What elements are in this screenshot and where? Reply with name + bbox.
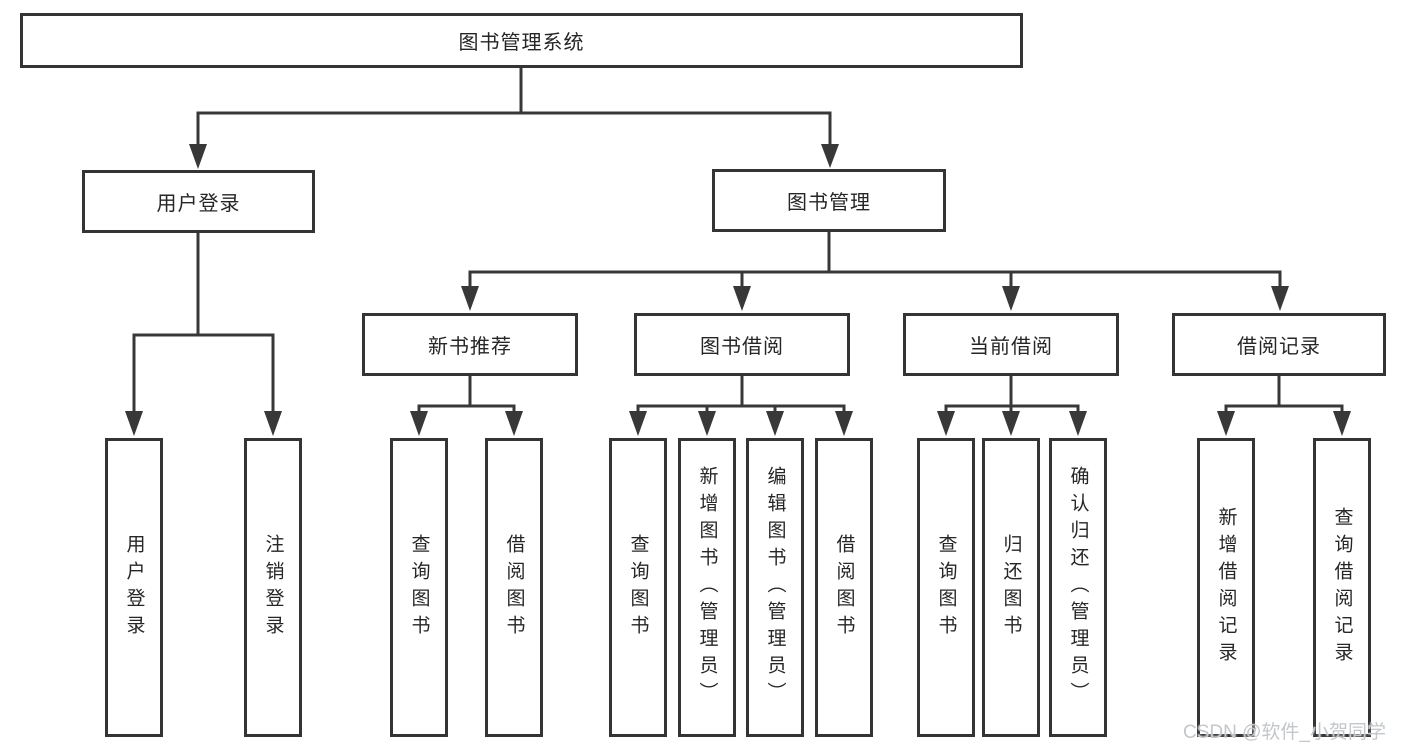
leaf-confirm-return-admin-label: 确认归还（管理员） xyxy=(1067,466,1089,709)
leaf-edit-book-admin-label: 编辑图书（管理员） xyxy=(764,466,786,709)
leaf-borrow-query-books-label: 查询图书 xyxy=(627,533,649,642)
node-new-book-recommend: 新书推荐 xyxy=(362,313,578,376)
leaf-logout-label: 注销登录 xyxy=(262,533,284,642)
leaf-query-borrow-record: 查询借阅记录 xyxy=(1313,438,1371,737)
leaf-borrow-borrow-books-label: 借阅图书 xyxy=(833,533,855,642)
leaf-recommend-borrow-books-label: 借阅图书 xyxy=(503,533,525,642)
leaf-return-book: 归还图书 xyxy=(982,438,1040,737)
leaf-return-book-label: 归还图书 xyxy=(1000,533,1022,642)
leaf-borrow-query-books: 查询图书 xyxy=(609,438,667,737)
leaf-current-query-books: 查询图书 xyxy=(917,438,975,737)
leaf-recommend-query-books-label: 查询图书 xyxy=(408,533,430,642)
node-book-borrow: 图书借阅 xyxy=(634,313,850,376)
leaf-recommend-borrow-books: 借阅图书 xyxy=(485,438,543,737)
csdn-watermark: CSDN @软件_小贺同学 xyxy=(1183,722,1386,743)
node-user-login-label: 用户登录 xyxy=(156,193,241,215)
leaf-user-login-label: 用户登录 xyxy=(123,533,145,642)
edge-book-management-children xyxy=(461,232,1289,311)
leaf-query-borrow-record-label: 查询借阅记录 xyxy=(1331,506,1353,669)
node-new-book-recommend-label: 新书推荐 xyxy=(428,336,512,358)
leaf-confirm-return-admin: 确认归还（管理员） xyxy=(1049,438,1107,737)
edge-root-to-level1 xyxy=(189,68,839,169)
node-book-management: 图书管理 xyxy=(712,169,946,232)
node-user-login: 用户登录 xyxy=(82,170,315,233)
leaf-logout: 注销登录 xyxy=(244,438,302,737)
leaf-recommend-query-books: 查询图书 xyxy=(390,438,448,737)
leaf-add-book-admin: 新增图书（管理员） xyxy=(678,438,736,737)
leaf-add-book-admin-label: 新增图书（管理员） xyxy=(696,466,718,709)
node-current-borrow-label: 当前借阅 xyxy=(969,336,1053,358)
leaf-add-borrow-record: 新增借阅记录 xyxy=(1197,438,1255,737)
node-borrow-record-label: 借阅记录 xyxy=(1237,336,1321,358)
leaf-edit-book-admin: 编辑图书（管理员） xyxy=(746,438,804,737)
node-root: 图书管理系统 xyxy=(20,13,1023,68)
leaf-user-login: 用户登录 xyxy=(105,438,163,737)
node-book-borrow-label: 图书借阅 xyxy=(700,336,784,358)
node-current-borrow: 当前借阅 xyxy=(903,313,1119,376)
edge-user-login-children xyxy=(125,233,282,436)
node-root-label: 图书管理系统 xyxy=(458,32,585,54)
edge-book-borrow-children xyxy=(629,376,853,436)
leaf-add-borrow-record-label: 新增借阅记录 xyxy=(1215,506,1237,669)
leaf-current-query-books-label: 查询图书 xyxy=(935,533,957,642)
edge-current-borrow-children xyxy=(937,376,1087,436)
edge-new-book-recommend-children xyxy=(410,376,523,436)
edge-borrow-record-children xyxy=(1217,376,1351,436)
leaf-borrow-borrow-books: 借阅图书 xyxy=(815,438,873,737)
node-book-management-label: 图书管理 xyxy=(787,192,871,214)
node-borrow-record: 借阅记录 xyxy=(1172,313,1386,376)
